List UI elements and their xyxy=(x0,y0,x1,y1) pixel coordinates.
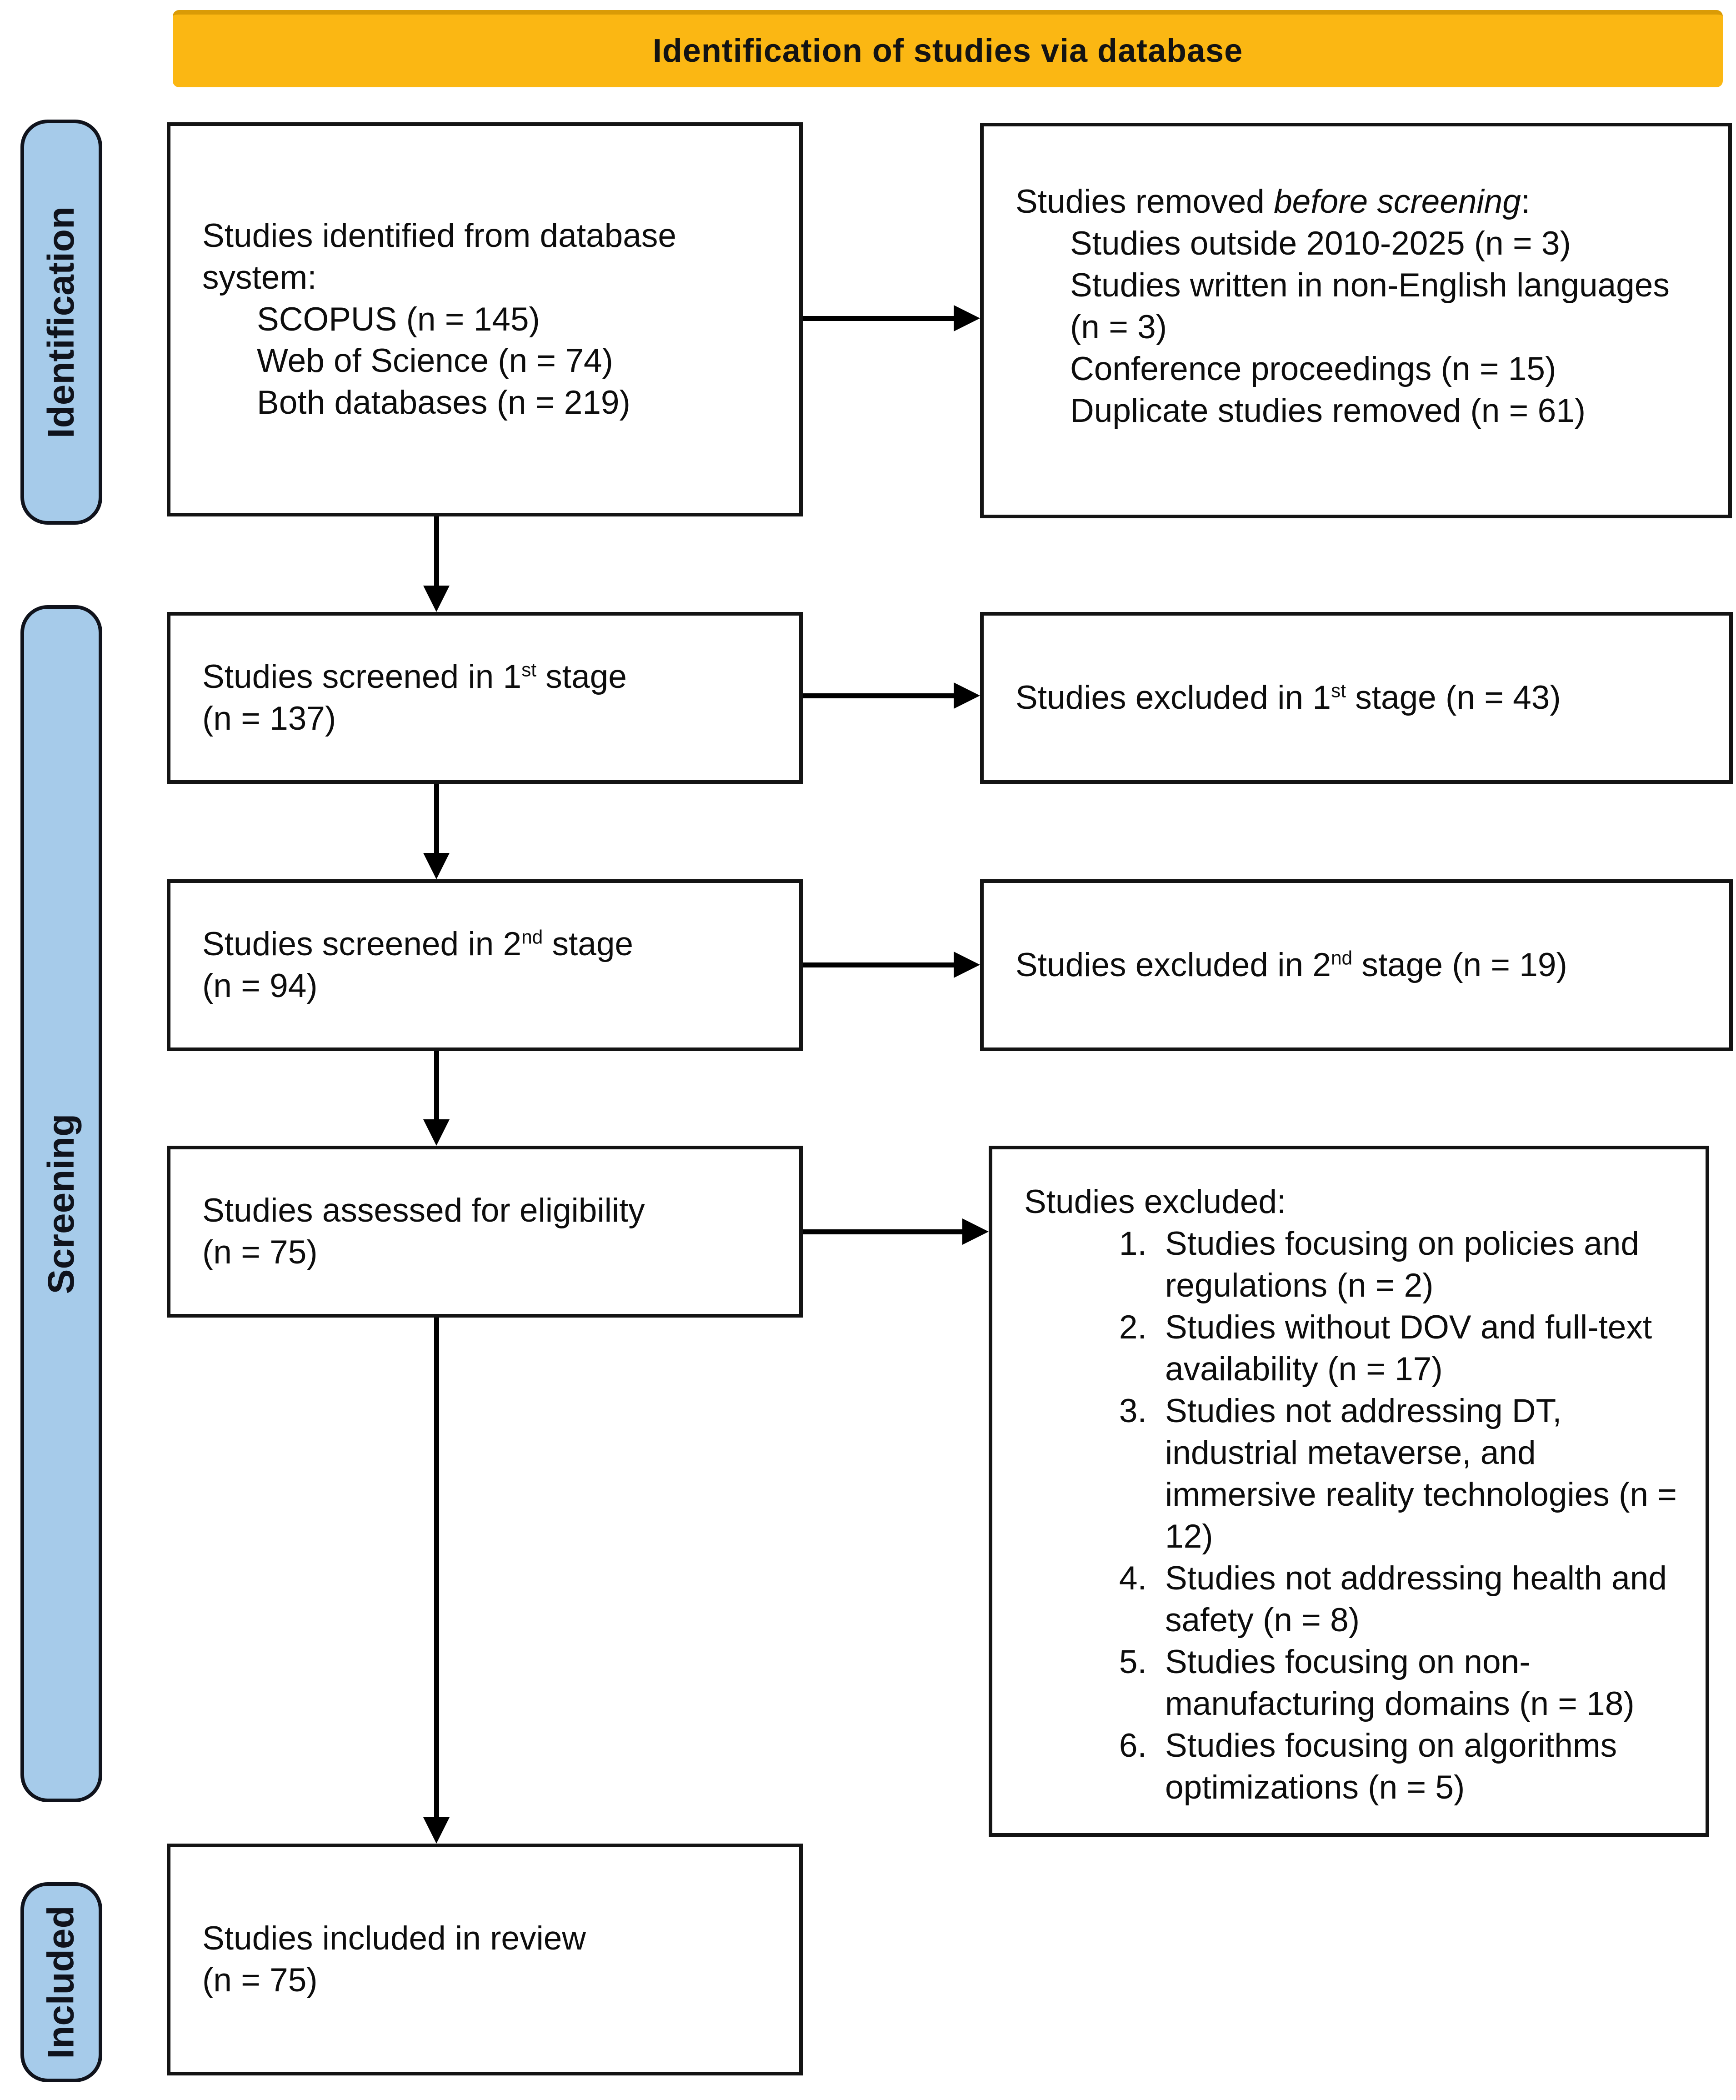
list-item: Studies without DOV and full-text availa… xyxy=(1156,1307,1678,1390)
box-assessed-line2: (n = 75) xyxy=(202,1234,318,1271)
list-item: Studies focusing on policies and regulat… xyxy=(1156,1223,1678,1307)
stage-bar-included: Included xyxy=(20,1882,102,2082)
list-item: Duplicate studies removed (n = 61) xyxy=(1070,392,1586,429)
list-item: Studies not addressing DT, industrial me… xyxy=(1156,1390,1678,1558)
list-item: Studies outside 2010-2025 (n = 3) xyxy=(1070,225,1571,262)
box-removed-title: Studies removed before screening: xyxy=(1016,183,1531,220)
arrow-shaft xyxy=(803,962,957,967)
stage-bar-screening: Screening xyxy=(20,605,102,1802)
stage-label-included: Included xyxy=(40,1905,82,2059)
box-studies-identified: Studies identified from database system:… xyxy=(167,122,803,516)
box-removed-before-screening: Studies removed before screening: Studie… xyxy=(980,123,1732,518)
list-item: Web of Science (n = 74) xyxy=(257,342,613,380)
arrow-identified-to-screened1 xyxy=(423,516,450,612)
box-excluded-stage2-line: Studies excluded in 2nd stage (n = 19) xyxy=(1016,947,1567,984)
arrow-down-icon xyxy=(423,586,450,612)
box-excluded-final: Studies excluded: Studies focusing on po… xyxy=(989,1146,1709,1837)
arrow-identified-to-removed xyxy=(803,305,980,332)
arrow-screened1-to-excluded1 xyxy=(803,682,980,709)
arrow-screened2-to-assessed xyxy=(423,1051,450,1146)
box-excluded-final-title: Studies excluded: xyxy=(1024,1183,1286,1220)
list-item: Studies not addressing health and safety… xyxy=(1156,1558,1678,1641)
banner: Identification of studies via database xyxy=(173,10,1723,87)
arrow-right-icon xyxy=(954,682,980,709)
box-removed-list: Studies outside 2010-2025 (n = 3) Studies… xyxy=(1016,223,1701,432)
box-studies-identified-title: Studies identified from database system: xyxy=(202,217,676,296)
arrow-screened1-to-screened2 xyxy=(423,784,450,879)
box-screened-stage1: Studies screened in 1st stage (n = 137) xyxy=(167,612,803,784)
arrow-assessed-to-excluded-final xyxy=(803,1218,989,1245)
box-included-review-line2: (n = 75) xyxy=(202,1962,318,1999)
box-excluded-stage1-line: Studies excluded in 1st stage (n = 43) xyxy=(1016,679,1561,717)
banner-title: Identification of studies via database xyxy=(652,33,1243,69)
box-screened-stage2-line1: Studies screened in 2nd stage xyxy=(202,926,634,963)
arrow-shaft xyxy=(434,516,439,589)
stage-label-identification: Identification xyxy=(40,206,82,438)
arrow-right-icon xyxy=(954,305,980,331)
box-included-review-line1: Studies included in review xyxy=(202,1920,586,1957)
arrow-down-icon xyxy=(423,853,450,879)
box-excluded-stage2: Studies excluded in 2nd stage (n = 19) xyxy=(980,879,1733,1051)
list-item: SCOPUS (n = 145) xyxy=(257,301,540,338)
arrow-shaft xyxy=(803,693,957,698)
arrow-assessed-to-included xyxy=(423,1318,450,1844)
arrow-right-icon xyxy=(954,952,980,978)
box-screened-stage2-line2: (n = 94) xyxy=(202,967,318,1004)
list-item: Studies focusing on non-manufacturing do… xyxy=(1156,1641,1678,1725)
arrow-shaft xyxy=(803,1229,966,1234)
box-screened-stage2: Studies screened in 2nd stage (n = 94) xyxy=(167,879,803,1051)
arrow-shaft xyxy=(803,316,957,321)
arrow-down-icon xyxy=(423,1119,450,1146)
arrow-right-icon xyxy=(962,1218,989,1245)
list-item: Studies focusing on algorithms optimizat… xyxy=(1156,1725,1678,1809)
box-assessed-line1: Studies assessed for eligibility xyxy=(202,1192,645,1229)
arrow-shaft xyxy=(434,1051,439,1123)
arrow-down-icon xyxy=(423,1817,450,1844)
arrow-shaft xyxy=(434,1318,439,1821)
list-item: Conference proceedings (n = 15) xyxy=(1070,350,1556,387)
box-assessed: Studies assessed for eligibility (n = 75… xyxy=(167,1146,803,1318)
box-included-review: Studies included in review (n = 75) xyxy=(167,1844,803,2075)
arrow-shaft xyxy=(434,784,439,857)
list-item: Studies written in non-English languages… xyxy=(1070,266,1670,346)
arrow-screened2-to-excluded2 xyxy=(803,951,980,978)
stage-bar-identification: Identification xyxy=(20,120,102,525)
box-excluded-final-list: Studies focusing on policies and regulat… xyxy=(1024,1223,1678,1809)
box-excluded-stage1: Studies excluded in 1st stage (n = 43) xyxy=(980,612,1733,784)
box-screened-stage1-line2: (n = 137) xyxy=(202,700,336,737)
stage-label-screening: Screening xyxy=(40,1113,82,1294)
box-studies-identified-list: SCOPUS (n = 145) Web of Science (n = 74) B… xyxy=(202,299,772,424)
box-screened-stage1-line1: Studies screened in 1st stage xyxy=(202,658,627,696)
list-item: Both databases (n = 219) xyxy=(257,384,630,421)
